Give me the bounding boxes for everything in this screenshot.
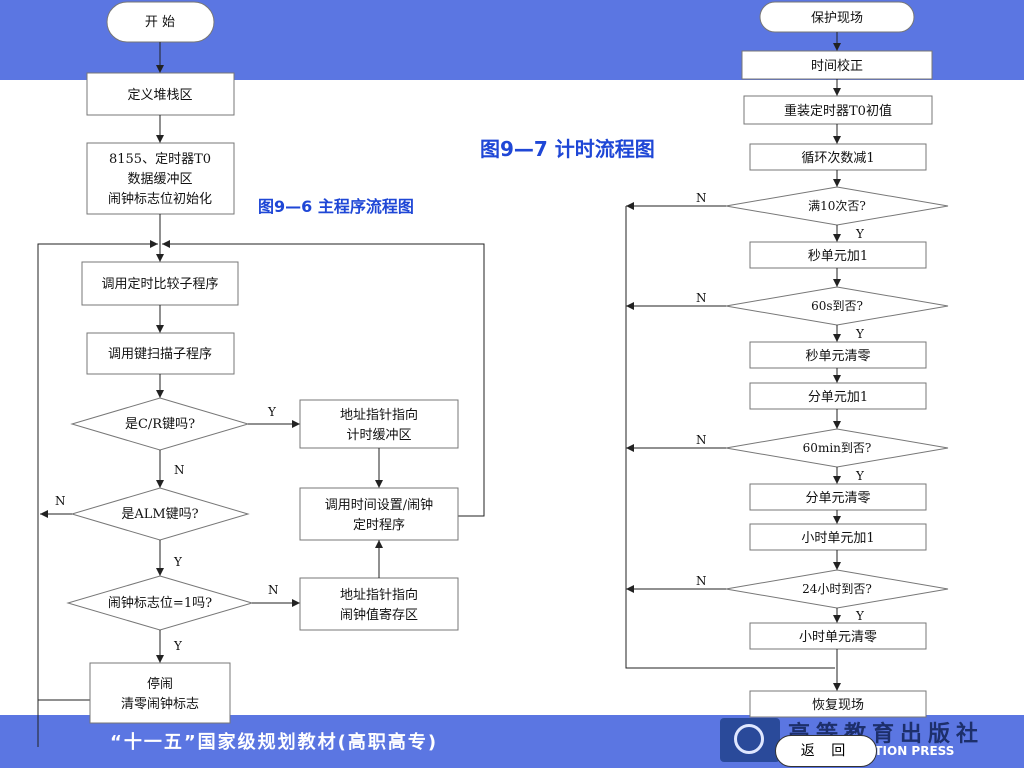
- node-is-cr-label: 是C/R键吗?: [125, 417, 195, 432]
- edge-return-line: [625, 206, 835, 669]
- node-stop-alarm-line2: 清零闹钟标志: [121, 696, 199, 712]
- node-is-alm-label: 是ALM键吗?: [121, 507, 198, 522]
- node-init-line1: 8155、定时器T0: [109, 152, 211, 167]
- node-stop-alarm-line1: 停闹: [147, 676, 173, 692]
- node-sec-add-label: 秒单元加1: [808, 249, 868, 264]
- node-hour24-label: 24小时到否?: [802, 582, 872, 596]
- node-init-line3: 闹钟标志位初始化: [108, 191, 212, 207]
- node-start-label: 开 始: [145, 15, 175, 30]
- publisher-emblem-icon: [720, 718, 780, 762]
- node-reload-t0: [743, 95, 933, 125]
- node-stop-alarm: [89, 662, 231, 724]
- label-yes: Y: [173, 555, 183, 569]
- node-define-stack: [86, 72, 235, 116]
- node-hour-add-label: 小时单元加1: [801, 531, 874, 546]
- node-set-time: [299, 487, 459, 541]
- node-init-line2: 数据缓冲区: [127, 172, 192, 187]
- label-yes: Y: [855, 609, 865, 623]
- label-no: N: [268, 583, 279, 597]
- edge-loop-left: [37, 240, 158, 747]
- node-sec-clear-label: 秒单元清零: [805, 349, 870, 364]
- label-yes: Y: [855, 327, 865, 341]
- label-yes: Y: [267, 405, 277, 419]
- node-min-clear-label: 分单元清零: [805, 491, 870, 506]
- node-loop-dec: [749, 143, 927, 171]
- label-yes: Y: [855, 469, 865, 483]
- label-no: N: [174, 463, 185, 477]
- node-restore-context: [749, 690, 927, 718]
- node-min-add-label: 分单元加1: [808, 390, 868, 405]
- left-chart-caption: 图9—6 主程序流程图: [258, 197, 414, 216]
- node-set-time-line1: 调用时间设置/闹钟: [325, 497, 433, 513]
- node-addr-alarm: [299, 577, 459, 631]
- node-loop-dec-label: 循环次数减1: [801, 150, 874, 166]
- node-sec-add: [749, 241, 927, 269]
- publisher-logo: 高等教育出版社 ATION PRESS: [716, 716, 1016, 764]
- node-hour-clear-label: 小时单元清零: [799, 630, 877, 645]
- node-min-add: [749, 382, 927, 410]
- node-set-time-line2: 定时程序: [353, 518, 405, 533]
- node-addr-timer-line2: 计时缓冲区: [346, 428, 411, 443]
- edge-loop-right: [162, 240, 485, 517]
- node-min-clear: [749, 483, 927, 511]
- node-full10-label: 满10次否?: [808, 199, 866, 213]
- label-no: N: [55, 494, 66, 508]
- node-call-compare: [81, 261, 239, 306]
- node-hour-add: [749, 523, 927, 551]
- label-yes: Y: [855, 227, 865, 241]
- publisher-english: ATION PRESS: [866, 744, 955, 758]
- node-addr-timer: [299, 399, 459, 449]
- node-min60-label: 60min到否?: [803, 441, 872, 455]
- node-call-keyscan: [86, 332, 235, 375]
- node-time-adjust-label: 时间校正: [811, 58, 863, 74]
- node-init: [86, 142, 235, 215]
- node-restore-context-label: 恢复现场: [812, 698, 864, 713]
- node-alarm-flag-label: 闹钟标志位=1吗?: [108, 595, 212, 611]
- series-banner: “十一五”国家级规划教材(高职高专): [110, 732, 439, 753]
- node-call-compare-label: 调用定时比较子程序: [101, 277, 218, 292]
- label-no: N: [696, 433, 707, 447]
- label-no: N: [696, 574, 707, 588]
- node-sec-clear: [749, 341, 927, 369]
- node-addr-timer-line1: 地址指针指向: [340, 407, 418, 423]
- right-chart-caption: 图9—7 计时流程图: [480, 137, 655, 161]
- node-reload-t0-label: 重装定时器T0初值: [784, 103, 892, 119]
- back-button[interactable]: 返 回: [775, 735, 877, 767]
- label-yes: Y: [173, 639, 183, 653]
- node-save-context-label: 保护现场: [811, 11, 863, 26]
- label-no: N: [696, 191, 707, 205]
- node-sec60-label: 60s到否?: [811, 299, 863, 313]
- node-addr-alarm-line2: 闹钟值寄存区: [340, 607, 418, 623]
- node-time-adjust: [741, 50, 933, 80]
- node-call-keyscan-label: 调用键扫描子程序: [108, 347, 212, 362]
- node-hour-clear: [749, 622, 927, 650]
- node-addr-alarm-line1: 地址指针指向: [340, 587, 418, 603]
- node-define-stack-label: 定义堆栈区: [127, 88, 192, 103]
- label-no: N: [696, 291, 707, 305]
